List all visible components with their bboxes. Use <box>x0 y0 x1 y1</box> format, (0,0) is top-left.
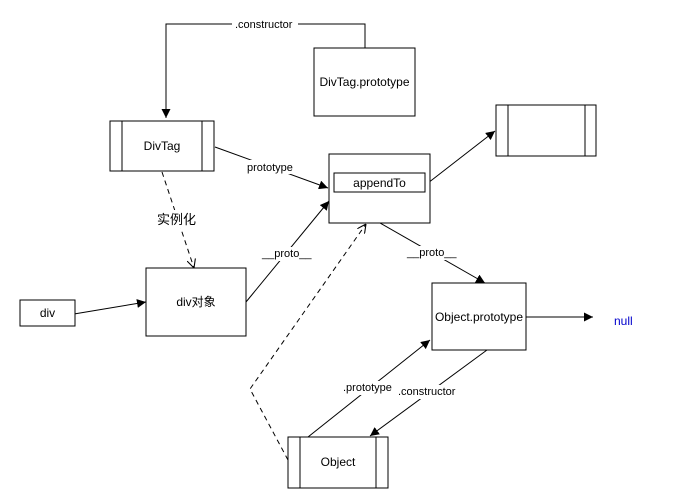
node-empty-box <box>495 104 597 157</box>
node-appendto-label: appendTo <box>353 176 406 190</box>
edge-label-proto-div: __proto__ <box>261 248 312 260</box>
edge-label-constructor-object: .constructor <box>398 386 456 398</box>
node-appendto-method <box>333 172 426 193</box>
edge-label-instantiate: 实例化 <box>157 212 196 227</box>
node-div-instance: div对象 <box>145 267 247 337</box>
edge-label-prototype-divtag: prototype <box>247 162 293 174</box>
edge-label-proto-appendto: __proto__ <box>406 247 457 259</box>
edge-label-prototype-object: .prototype <box>343 382 392 394</box>
node-object-prototype-label: Object.prototype <box>435 310 523 324</box>
node-null: null <box>614 314 633 328</box>
node-object-prototype: Object.prototype <box>431 282 527 351</box>
edge-label-constructor-top: .constructor <box>235 19 293 31</box>
node-object-label: Object <box>321 455 356 469</box>
node-appendto-container: appendTo <box>328 153 431 224</box>
node-div-instance-label: div对象 <box>176 295 215 309</box>
node-divtag-prototype: DivTag.prototype <box>313 47 416 117</box>
edge-appendto-to-empty <box>427 130 496 184</box>
node-divtag: DivTag <box>109 120 215 172</box>
node-divtag-label: DivTag <box>144 139 181 153</box>
node-div-label: div <box>40 306 55 320</box>
edge-instantiate <box>161 171 194 268</box>
node-divtag-prototype-label: DivTag.prototype <box>319 75 409 89</box>
edge-div-to-instance <box>73 299 147 315</box>
node-div: div <box>19 299 76 327</box>
node-object: Object <box>287 436 389 489</box>
